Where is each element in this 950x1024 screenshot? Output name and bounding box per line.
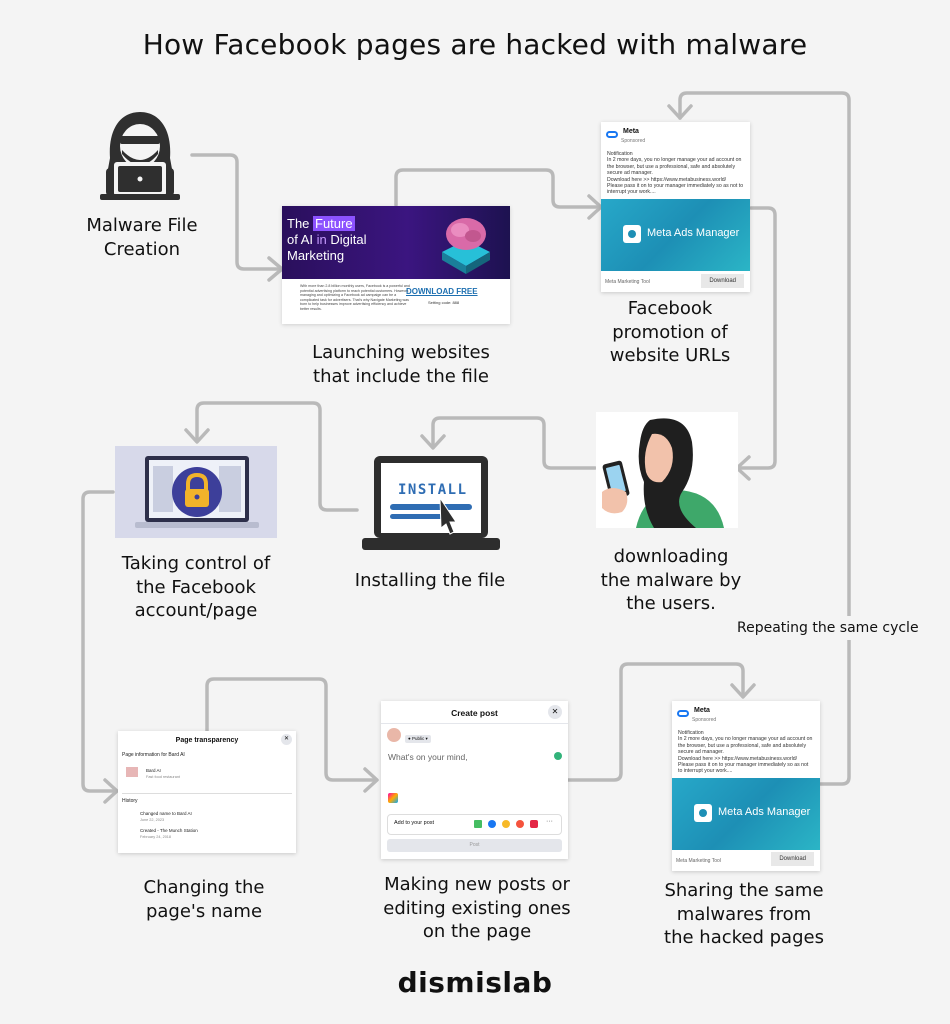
ad-banner-title: Meta Ads Manager bbox=[718, 806, 810, 818]
audience-selector[interactable]: ● Public ▾ bbox=[405, 735, 431, 743]
meta-logo-icon bbox=[606, 131, 618, 138]
avatar bbox=[387, 728, 401, 742]
page-transparency-panel: Page transparency ✕ Page information for… bbox=[118, 731, 296, 853]
tag-people-icon[interactable] bbox=[488, 820, 496, 828]
install-label: INSTALL bbox=[398, 482, 468, 498]
create-post-header: Create post bbox=[381, 708, 568, 718]
history-event-created-date: February 24, 2018 bbox=[140, 835, 171, 839]
history-event-rename-date: June 22, 2023 bbox=[140, 818, 164, 822]
meta-ads-manager-icon bbox=[623, 225, 641, 243]
ad-sponsored: Sponsored bbox=[621, 138, 645, 144]
page-type: Fast food restaurant bbox=[146, 775, 180, 779]
hacker-icon bbox=[100, 110, 180, 202]
feeling-icon[interactable] bbox=[502, 820, 510, 828]
website-headline: The Future of AI in Digital Marketing bbox=[287, 216, 367, 264]
woman-with-phone-illustration bbox=[596, 412, 738, 528]
repeat-cycle-label: Repeating the same cycle bbox=[731, 616, 925, 640]
arrow-website-to-ad bbox=[396, 170, 600, 207]
meta-ads-manager-icon bbox=[694, 804, 712, 822]
meta-ad-card-bottom: Meta Sponsored Notification In 2 more da… bbox=[672, 701, 820, 871]
step-changing-name: Changing the page's name bbox=[118, 876, 290, 923]
close-icon[interactable]: ✕ bbox=[281, 734, 292, 745]
ad-body-text: Notification In 2 more days, you no long… bbox=[678, 730, 814, 775]
divider bbox=[381, 723, 568, 724]
transparency-header: Page transparency bbox=[118, 737, 296, 744]
step-launching-websites: Launching websites that include the file bbox=[286, 341, 516, 388]
background-color-icon[interactable] bbox=[388, 793, 398, 803]
emoji-icon[interactable] bbox=[554, 752, 562, 760]
step-making-posts: Making new posts or editing existing one… bbox=[372, 873, 582, 944]
step-malware-creation: Malware File Creation bbox=[60, 214, 224, 261]
history-label: History bbox=[122, 798, 138, 804]
meta-ad-card-top: Meta Sponsored Notification In 2 more da… bbox=[601, 122, 750, 292]
add-to-post-bar[interactable]: Add to your post ··· bbox=[387, 814, 562, 835]
brand-logo: dismislab bbox=[0, 966, 950, 999]
ai-brain-icon bbox=[432, 210, 500, 276]
history-event-rename: Changed name to Bard AI bbox=[140, 811, 192, 816]
page-name: Bard AI bbox=[146, 768, 161, 773]
ad-banner: Meta Ads Manager bbox=[672, 778, 820, 850]
divider bbox=[122, 793, 292, 794]
step-installing-file: Installing the file bbox=[345, 569, 515, 593]
location-icon[interactable] bbox=[516, 820, 524, 828]
ad-footer: Meta Marketing Tool bbox=[605, 279, 650, 285]
malicious-website: The Future of AI in Digital Marketing Wi… bbox=[282, 206, 510, 324]
ad-banner: Meta Ads Manager bbox=[601, 199, 750, 271]
install-laptop-icon bbox=[362, 452, 500, 554]
live-icon[interactable] bbox=[530, 820, 538, 828]
meta-logo-icon bbox=[677, 710, 689, 717]
diagram-title: How Facebook pages are hacked with malwa… bbox=[0, 28, 950, 61]
photo-icon[interactable] bbox=[474, 820, 482, 828]
ad-sponsored: Sponsored bbox=[692, 717, 716, 723]
website-paragraph: With more than 2.8 billion monthly users… bbox=[300, 284, 410, 312]
ad-download-button[interactable]: Download bbox=[771, 852, 814, 866]
account-lock-illustration bbox=[115, 446, 277, 538]
ad-brand: Meta bbox=[623, 128, 639, 135]
add-to-post-label: Add to your post bbox=[394, 820, 434, 826]
step-downloading-malware: downloading the malware by the users. bbox=[596, 545, 746, 616]
page-thumbnail bbox=[126, 767, 138, 777]
ad-download-button[interactable]: Download bbox=[701, 274, 744, 288]
transparency-info-label: Page information for Bard AI bbox=[122, 752, 185, 758]
website-download-link[interactable]: DOWNLOAD FREE bbox=[406, 287, 478, 296]
close-icon[interactable]: ✕ bbox=[548, 705, 562, 719]
step-taking-control: Taking control of the Facebook account/p… bbox=[110, 552, 282, 623]
ad-brand: Meta bbox=[694, 707, 710, 714]
post-button[interactable]: Post bbox=[387, 839, 562, 852]
ad-body-text: Notification In 2 more days, you no long… bbox=[607, 151, 744, 196]
post-text-input[interactable]: What's on your mind, bbox=[388, 752, 468, 762]
website-setting-code: Setting code: 888 bbox=[428, 300, 459, 305]
arrow-control-to-rename bbox=[83, 492, 116, 791]
ad-footer: Meta Marketing Tool bbox=[676, 858, 721, 864]
ad-banner-title: Meta Ads Manager bbox=[647, 227, 739, 239]
create-post-dialog: Create post ✕ ● Public ▾ What's on your … bbox=[381, 701, 568, 859]
step-facebook-promotion: Facebook promotion of website URLs bbox=[594, 297, 746, 368]
more-icon[interactable]: ··· bbox=[546, 818, 553, 825]
history-event-created: Created - The Munch Station bbox=[140, 828, 198, 833]
step-sharing-malware: Sharing the same malwares from the hacke… bbox=[654, 879, 834, 950]
